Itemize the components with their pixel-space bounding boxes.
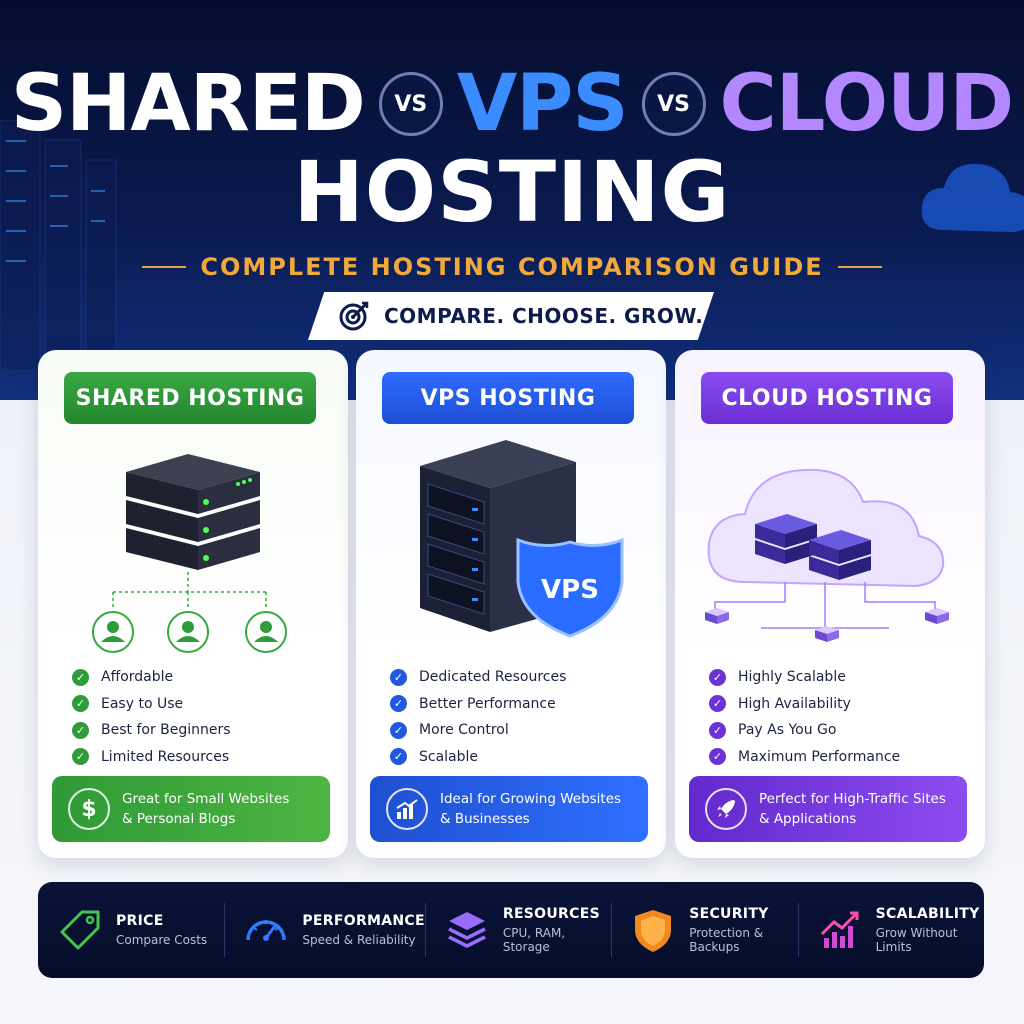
vps-badge-text: VPS [541, 575, 599, 605]
cloud-decoration-icon [921, 163, 1024, 232]
cloud-servers-icon [705, 468, 949, 642]
feature-item: ✓Limited Resources [72, 744, 231, 771]
feature-list: ✓Dedicated Resources ✓Better Performance… [390, 664, 566, 770]
vs-badge: VS [641, 72, 706, 136]
feature-item: ✓High Availability [709, 691, 900, 718]
criteria-title: SECURITY [689, 906, 769, 922]
check-icon: ✓ [390, 695, 407, 713]
title-shared: SHARED [10, 59, 366, 149]
check-icon: ✓ [72, 695, 89, 713]
card-title: VPS HOSTING [382, 372, 634, 424]
title-row: SHARED VS VPS VS CLOUD [0, 52, 1024, 156]
vps-server-icon: VPS [420, 440, 624, 638]
subtitle-row: COMPLETE HOSTING COMPARISON GUIDE [0, 252, 1024, 282]
criteria-resources: RESOURCES CPU, RAM, Storage [424, 899, 611, 961]
check-icon: ✓ [390, 721, 407, 739]
feature-item: ✓Maximum Performance [709, 744, 900, 771]
node-icon [925, 608, 949, 624]
ideal-line-1: Perfect for High-Traffic Sites [759, 791, 946, 807]
user-icon [245, 611, 287, 653]
ideal-line-1: Ideal for Growing Websites [440, 791, 622, 807]
shared-server-icon [92, 454, 287, 653]
criteria-price: PRICE Compare Costs [38, 899, 224, 961]
feature-item: ✓Scalable [390, 744, 566, 771]
criteria-subtitle: Grow Without Limits [875, 926, 958, 954]
criteria-subtitle: CPU, RAM, Storage [502, 926, 566, 954]
rocket-icon [705, 788, 747, 830]
server-rack-decoration [0, 120, 117, 370]
speedometer-icon [246, 920, 287, 941]
check-icon: ✓ [709, 695, 726, 713]
feature-item: ✓Dedicated Resources [390, 664, 566, 691]
user-icon [167, 611, 209, 653]
card-title: SHARED HOSTING [64, 372, 316, 424]
growth-chart-icon [820, 911, 859, 948]
vs-badge: VS [378, 72, 443, 136]
node-icon [705, 608, 729, 624]
check-icon: ✓ [709, 748, 726, 766]
shield-icon [635, 910, 672, 952]
title-cloud: CLOUD [719, 59, 1015, 149]
tagline-pill: COMPARE. CHOOSE. GROW. [308, 292, 714, 340]
criteria-performance: PERFORMANCE Speed & Reliability [224, 899, 425, 961]
criteria-title: PERFORMANCE [302, 913, 425, 929]
criteria-title: RESOURCES [502, 906, 600, 922]
check-icon: ✓ [72, 668, 89, 686]
ideal-line-2: & Businesses [440, 811, 530, 827]
target-icon [339, 301, 369, 331]
feature-item: ✓Highly Scalable [709, 664, 900, 691]
criteria-title: PRICE [116, 913, 164, 929]
divider [142, 266, 187, 268]
criteria-subtitle: Speed & Reliability [302, 933, 416, 947]
check-icon: ✓ [709, 668, 726, 686]
layers-icon [448, 912, 486, 948]
feature-item: ✓Better Performance [390, 691, 566, 718]
ideal-line-1: Great for Small Websites [122, 791, 290, 807]
check-icon: ✓ [72, 721, 89, 739]
ideal-for-banner: Perfect for High-Traffic Sites & Applica… [689, 776, 967, 842]
feature-item: ✓Best for Beginners [72, 717, 231, 744]
check-icon: ✓ [390, 668, 407, 686]
price-tag-icon [60, 910, 100, 950]
check-icon: ✓ [72, 748, 89, 766]
criteria-subtitle: Protection & Backups [689, 926, 764, 954]
feature-item: ✓Pay As You Go [709, 717, 900, 744]
title-hosting: HOSTING [293, 143, 731, 241]
check-icon: ✓ [390, 748, 407, 766]
subtitle: COMPLETE HOSTING COMPARISON GUIDE [200, 253, 824, 281]
feature-item: ✓Easy to Use [72, 691, 231, 718]
criteria-title: SCALABILITY [875, 906, 980, 922]
feature-item: ✓More Control [390, 717, 566, 744]
ideal-for-banner: $ Great for Small Websites & Personal Bl… [52, 776, 330, 842]
card-vps-hosting: VPS HOSTING VPS ✓Dedicated Resources ✓Be… [356, 350, 666, 858]
feature-list: ✓Highly Scalable ✓High Availability ✓Pay… [709, 664, 900, 770]
user-icon [92, 611, 134, 653]
criteria-security: SECURITY Protection & Backups [611, 899, 797, 961]
ideal-for-banner: Ideal for Growing Websites & Businesses [370, 776, 648, 842]
criteria-scalability: SCALABILITY Grow Without Limits [797, 899, 984, 961]
check-icon: ✓ [709, 721, 726, 739]
criteria-subtitle: Compare Costs [116, 933, 208, 947]
tagline: COMPARE. CHOOSE. GROW. [384, 304, 704, 328]
ideal-line-2: & Personal Blogs [122, 811, 236, 827]
feature-item: ✓Affordable [72, 664, 231, 691]
feature-list: ✓Affordable ✓Easy to Use ✓Best for Begin… [72, 664, 231, 770]
card-title: CLOUD HOSTING [701, 372, 953, 424]
comparison-criteria-bar: PRICE Compare Costs PERFORMANCE Speed & Re… [38, 882, 984, 978]
divider [837, 266, 882, 268]
bar-chart-icon [386, 788, 428, 830]
card-cloud-hosting: CLOUD HOSTING ✓Highly Scalable ✓High Ava… [675, 350, 985, 858]
title-vps: VPS [456, 59, 629, 149]
dollar-icon: $ [68, 788, 110, 830]
hero-background: SHARED VS VPS VS CLOUD HOSTING COMPLETE … [0, 0, 1024, 400]
card-shared-hosting: SHARED HOSTING ✓Affordable [38, 350, 348, 858]
node-icon [815, 626, 839, 642]
ideal-line-2: & Applications [759, 811, 857, 827]
